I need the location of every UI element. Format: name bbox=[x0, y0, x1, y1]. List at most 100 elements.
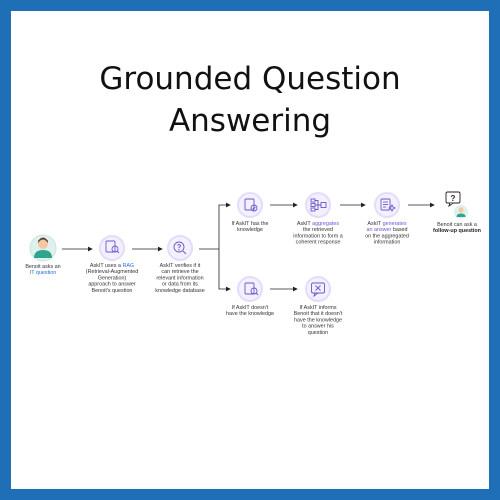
caption-highlight: RAG bbox=[122, 263, 134, 269]
caption-text: knowledge bbox=[237, 227, 263, 233]
caption-line: Generation) bbox=[98, 275, 127, 281]
caption-text: If AskIT doesn't bbox=[232, 305, 269, 311]
caption-line: knowledge database bbox=[155, 288, 204, 294]
caption-text: Benoit can ask a bbox=[437, 222, 477, 228]
caption-text: information bbox=[374, 240, 401, 246]
caption-line: Benoit asks an bbox=[25, 264, 60, 270]
generate-answer-icon bbox=[380, 198, 397, 213]
caption-line: to answer his bbox=[302, 324, 334, 330]
caption-line: coherent response bbox=[296, 240, 341, 246]
caption-line: an answer based bbox=[366, 227, 407, 233]
caption-text: to answer his bbox=[302, 324, 334, 330]
caption-line: have the knowledge bbox=[226, 311, 274, 317]
caption-line: AskIT generates bbox=[367, 221, 406, 227]
caption-line: question bbox=[308, 330, 328, 336]
caption-line: If AskIT doesn't bbox=[232, 305, 269, 311]
caption-line: AskIT verifies if it bbox=[160, 263, 201, 269]
caption-text: based bbox=[391, 227, 407, 233]
node-ring bbox=[374, 192, 400, 218]
person-avatar-icon bbox=[34, 237, 52, 258]
caption-highlight: generates bbox=[383, 221, 407, 227]
close-message-icon bbox=[311, 282, 325, 298]
caption-line: approach to answer bbox=[88, 282, 136, 288]
caption-text: Benoit's question bbox=[92, 288, 133, 294]
caption-text: AskIT uses a bbox=[90, 263, 123, 269]
caption-text: (Retrieval-Augmented bbox=[86, 269, 138, 275]
caption-text: information to form a bbox=[293, 233, 342, 239]
page-title-line-2: Answering bbox=[168, 102, 332, 139]
node-ring bbox=[237, 276, 263, 302]
caption-line: If AskIT has the bbox=[231, 221, 268, 227]
caption-line: the retrieved bbox=[303, 227, 333, 233]
caption-line: information to form a bbox=[293, 233, 342, 239]
caption-highlight: aggregates bbox=[312, 221, 339, 227]
caption-text: AskIT bbox=[297, 221, 312, 227]
caption-text: relevant information bbox=[156, 275, 203, 281]
caption-line: AskIT aggregates bbox=[297, 221, 339, 227]
arrow-verify-branch-down bbox=[218, 249, 231, 292]
caption-line: Benoit can ask a bbox=[437, 222, 477, 228]
caption-text: Benoit that it doesn't bbox=[294, 311, 343, 317]
question-bubble-icon: ? bbox=[445, 191, 461, 208]
caption-text: If AskIT has the bbox=[231, 221, 268, 227]
caption-text: have the knowledge bbox=[294, 317, 342, 323]
caption-text: Benoit asks an bbox=[25, 264, 60, 270]
caption-line: knowledge bbox=[237, 227, 263, 233]
page-title: Grounded Question Answering bbox=[22, 58, 478, 142]
node-ring bbox=[167, 235, 193, 261]
caption-text: knowledge database bbox=[155, 288, 204, 294]
caption-line: IT question bbox=[30, 270, 57, 276]
caption-highlight: follow-up question bbox=[433, 228, 481, 234]
connectors bbox=[62, 202, 435, 292]
caption-line: can retrieve the bbox=[161, 269, 198, 275]
caption-line: AskIT uses a RAG bbox=[90, 263, 134, 269]
caption-line: (Retrieval-Augmented bbox=[86, 269, 138, 275]
search-document-icon bbox=[105, 240, 120, 254]
caption-highlight: an answer bbox=[366, 227, 391, 233]
caption-line: on the aggregated bbox=[365, 233, 409, 239]
caption-line: information bbox=[374, 240, 401, 246]
caption-text: If AskIT informs bbox=[299, 305, 336, 311]
arrow-verify-branch-up bbox=[199, 202, 231, 250]
aggregate-data-icon bbox=[310, 198, 327, 212]
caption-text: AskIT verifies if it bbox=[160, 263, 201, 269]
document-search-icon bbox=[244, 282, 259, 296]
caption-text: on the aggregated bbox=[365, 233, 409, 239]
caption-text: AskIT bbox=[367, 221, 382, 227]
page-title-line-1: Grounded Question bbox=[99, 60, 401, 97]
caption-text: question bbox=[308, 330, 328, 336]
caption-text: have the knowledge bbox=[226, 311, 274, 317]
document-check-icon bbox=[244, 198, 258, 212]
svg-text:?: ? bbox=[451, 194, 456, 203]
node-ring bbox=[305, 276, 331, 302]
caption-text: can retrieve the bbox=[161, 269, 198, 275]
caption-line: or data from its bbox=[162, 282, 198, 288]
caption-line: have the knowledge bbox=[294, 317, 342, 323]
caption-text: or data from its bbox=[162, 282, 198, 288]
caption-line: follow-up question bbox=[433, 228, 481, 234]
node-ring bbox=[237, 192, 263, 218]
person-avatar-icon bbox=[454, 205, 468, 219]
question-search-icon bbox=[173, 241, 187, 255]
caption-text: the retrieved bbox=[303, 227, 333, 233]
caption-line: If AskIT informs bbox=[299, 305, 336, 311]
caption-line: Benoit's question bbox=[92, 288, 133, 294]
